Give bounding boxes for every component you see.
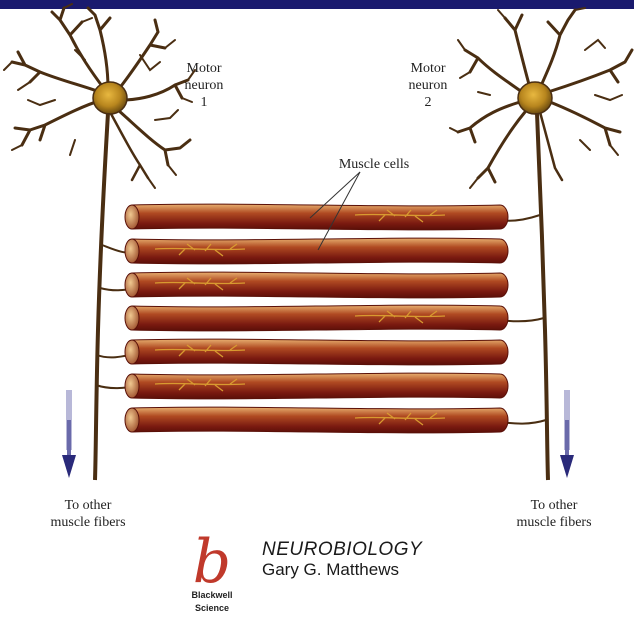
neuron-2-soma [518,82,552,114]
other-fibers-left-label: To other muscle fibers [36,497,140,531]
publisher-name: Blackwell Science [191,589,233,615]
neuron-2-axon [537,113,548,480]
book-author: Gary G. Matthews [262,560,399,580]
muscle-fiber [125,373,508,399]
arrow-down-left-icon [62,390,76,478]
muscle-fiber [125,407,508,433]
blackwell-logo-icon: b [193,527,231,597]
logo-letter: b [193,527,231,597]
muscle-fiber [125,204,508,230]
other-fibers-right-label: To other muscle fibers [502,497,606,531]
motor-neuron-1-label: Motor neuron 1 [178,60,230,111]
muscle-cells-label: Muscle cells [328,156,420,173]
neuron-1-axon [95,113,108,480]
muscle-fiber [125,339,508,365]
muscle-fiber [125,272,508,298]
neuron-1-soma [93,82,127,114]
muscle-fiber [125,305,508,331]
muscle-fiber-group [125,204,508,433]
motor-neuron-2-label: Motor neuron 2 [402,60,454,111]
book-title: NEUROBIOLOGY [262,539,422,561]
muscle-fiber [125,238,508,264]
arrow-down-right-icon [560,390,574,478]
